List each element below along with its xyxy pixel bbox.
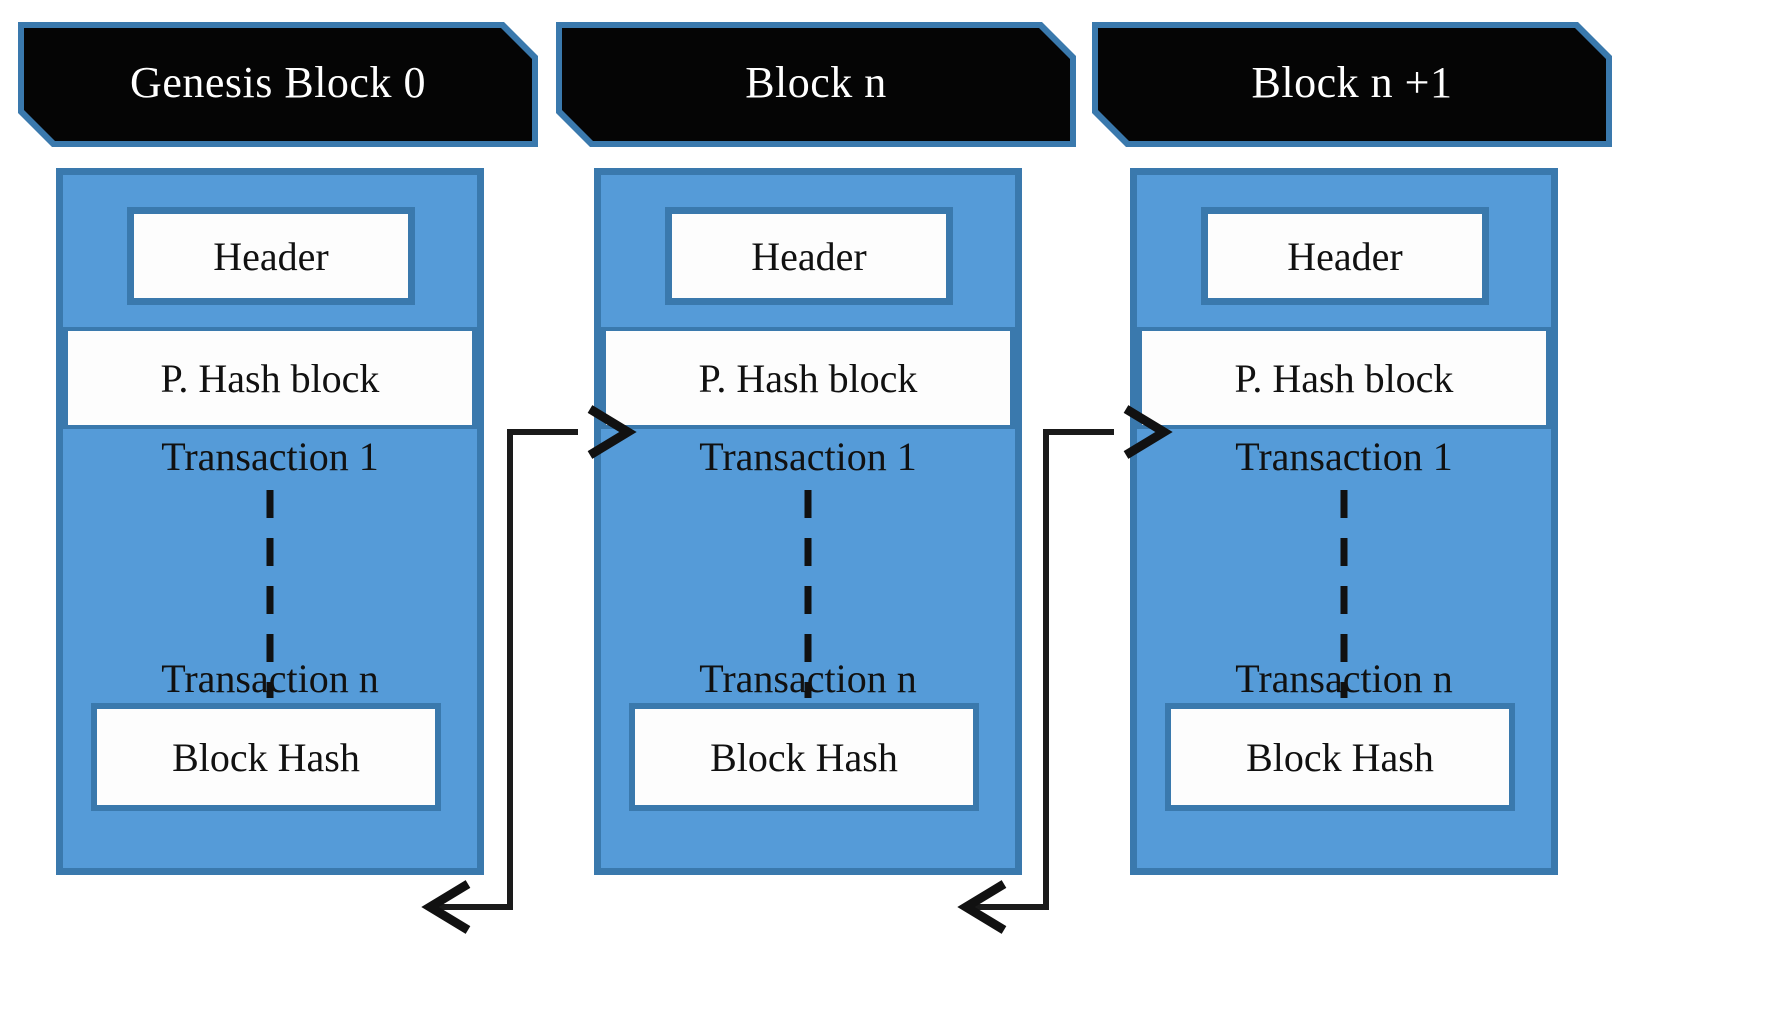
block-n-title: Block n [745, 58, 887, 107]
block-hash-label: Block Hash [1246, 734, 1434, 780]
transaction-ellipsis-dashes [1340, 490, 1348, 698]
block-n-transaction-first: Transaction 1 [699, 434, 917, 479]
block-genesis-banner: Genesis Block 0 [18, 22, 538, 147]
prev-hash-label: P. Hash block [698, 355, 918, 401]
block-n-plus-1-block-hash-field: Block Hash [1165, 703, 1515, 811]
block-hash-label: Block Hash [172, 734, 360, 780]
block-n-plus-1-banner: Block n +1 [1092, 22, 1612, 147]
field-fill: Block Hash [97, 709, 435, 805]
block-n-plus-1: Block n +1 Header P. Hash block Transact… [1092, 0, 1612, 1035]
block-body-fill: Header P. Hash block Transaction 1 Trans… [1137, 175, 1551, 868]
block-n-block-hash-field: Block Hash [629, 703, 979, 811]
block-n-body: Header P. Hash block Transaction 1 Trans… [594, 168, 1022, 875]
block-body-fill: Header P. Hash block Transaction 1 Trans… [63, 175, 477, 868]
field-fill: Block Hash [1171, 709, 1509, 805]
block-genesis-body: Header P. Hash block Transaction 1 Trans… [56, 168, 484, 875]
block-genesis: Genesis Block 0 Header P. Hash block Tra… [18, 0, 538, 1035]
field-fill: Header [672, 214, 946, 298]
block-n-plus-1-prev-hash-field: P. Hash block [1137, 327, 1551, 429]
block-n-plus-1-header-field: Header [1201, 207, 1489, 305]
block-genesis-transaction-first: Transaction 1 [161, 434, 379, 479]
banner-fill [24, 28, 532, 141]
header-label: Header [213, 233, 329, 279]
transaction-ellipsis-dashes [266, 490, 274, 698]
header-label: Header [751, 233, 867, 279]
block-hash-label: Block Hash [710, 734, 898, 780]
block-genesis-header-field: Header [127, 207, 415, 305]
transaction-ellipsis-dashes [804, 490, 812, 698]
prev-hash-label: P. Hash block [160, 355, 380, 401]
field-fill: Header [134, 214, 408, 298]
block-genesis-block-hash-field: Block Hash [91, 703, 441, 811]
block-genesis-prev-hash-field: P. Hash block [63, 327, 477, 429]
block-n-banner: Block n [556, 22, 1076, 147]
field-fill: P. Hash block [68, 331, 472, 425]
block-n-plus-1-title: Block n +1 [1251, 58, 1453, 107]
block-body-fill: Header P. Hash block Transaction 1 Trans… [601, 175, 1015, 868]
banner-fill [562, 28, 1070, 141]
block-n: Block n Header P. Hash block Transaction… [556, 0, 1076, 1035]
field-fill: P. Hash block [1142, 331, 1546, 425]
block-genesis-transaction-last: Transaction n [161, 656, 379, 701]
field-fill: P. Hash block [606, 331, 1010, 425]
prev-hash-label: P. Hash block [1234, 355, 1454, 401]
field-fill: Header [1208, 214, 1482, 298]
banner-fill [1098, 28, 1606, 141]
block-n-plus-1-transaction-first: Transaction 1 [1235, 434, 1453, 479]
block-n-prev-hash-field: P. Hash block [601, 327, 1015, 429]
header-label: Header [1287, 233, 1403, 279]
block-n-plus-1-body: Header P. Hash block Transaction 1 Trans… [1130, 168, 1558, 875]
block-n-header-field: Header [665, 207, 953, 305]
block-genesis-title: Genesis Block 0 [130, 58, 426, 107]
block-n-plus-1-transaction-last: Transaction n [1235, 656, 1453, 701]
field-fill: Block Hash [635, 709, 973, 805]
block-n-transaction-last: Transaction n [699, 656, 917, 701]
